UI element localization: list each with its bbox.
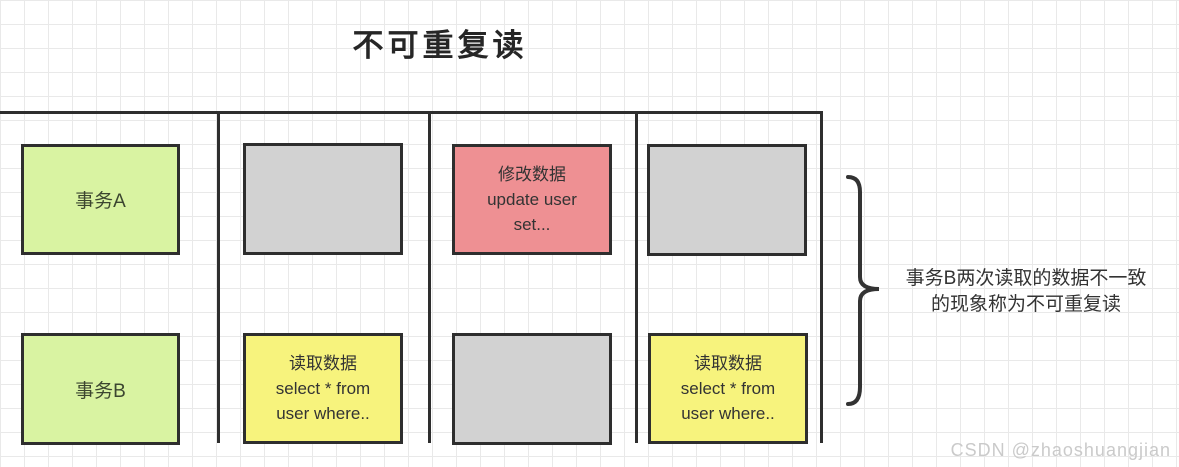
- box-transaction-b: 事务B: [21, 333, 180, 445]
- column-divider-3: [635, 111, 638, 443]
- diagram-right-border: [820, 111, 823, 443]
- annotation-text: 事务B两次读取的数据不一致 的现象称为不可重复读: [880, 266, 1172, 318]
- read1-sql-line2: user where..: [276, 404, 370, 423]
- box-read-data-2: 读取数据 select * from user where..: [648, 333, 808, 444]
- csdn-watermark: CSDN @zhaoshuangjian: [950, 440, 1171, 460]
- curly-brace: [846, 175, 880, 406]
- modify-title: 修改数据: [498, 165, 566, 184]
- read2-sql-line2: user where..: [681, 404, 775, 423]
- read2-sql-line1: select * from: [680, 379, 776, 398]
- timeline-top-line: [0, 111, 823, 114]
- column-divider-1: [217, 111, 220, 443]
- column-divider-2: [428, 111, 431, 443]
- annotation-line-1: 事务B两次读取的数据不一致: [905, 268, 1147, 289]
- transaction-b-label: 事务B: [75, 380, 126, 402]
- read1-title: 读取数据: [289, 354, 357, 373]
- box-modify-data: 修改数据 update user set...: [452, 144, 612, 255]
- read2-title: 读取数据: [694, 354, 762, 373]
- read1-sql-line1: select * from: [275, 379, 371, 398]
- box-transaction-a: 事务A: [21, 144, 180, 255]
- modify-sql-line2: set...: [513, 215, 551, 234]
- box-empty-step-1: [243, 143, 403, 255]
- diagram-title: 不可重复读: [352, 28, 528, 63]
- annotation-line-2: 的现象称为不可重复读: [930, 294, 1121, 315]
- box-empty-step-2: [452, 333, 612, 445]
- transaction-a-label: 事务A: [75, 191, 126, 212]
- box-empty-step-3: [647, 144, 807, 256]
- modify-sql-line1: update user: [487, 190, 577, 209]
- box-read-data-1: 读取数据 select * from user where..: [243, 333, 403, 444]
